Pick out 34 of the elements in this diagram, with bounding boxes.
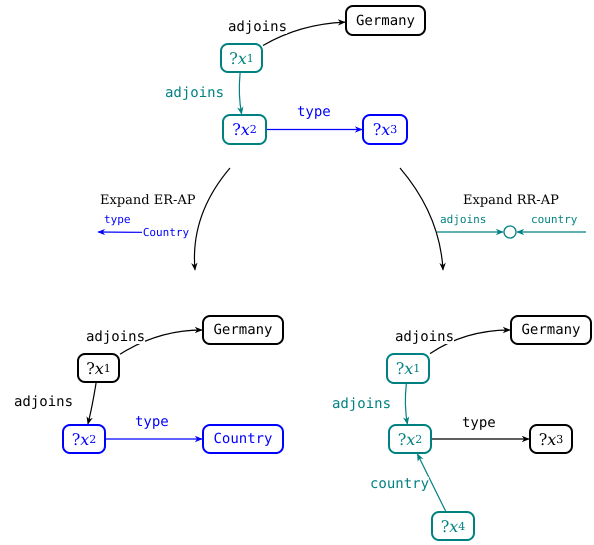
arrow	[262, 19, 346, 46]
arrow	[267, 126, 363, 133]
edge-label: type	[297, 105, 331, 119]
node-text: Country	[142, 225, 190, 240]
arrow	[86, 382, 97, 425]
step-caption: Expand RR-AP	[463, 193, 559, 208]
edge-label: country	[531, 214, 578, 225]
edge-label: type	[135, 415, 169, 429]
step-caption: Expand ER-AP	[100, 193, 196, 208]
entity-box: Country	[202, 424, 284, 454]
entity-box: Germany	[345, 5, 426, 36]
edge-label: type	[462, 416, 496, 430]
arrow	[237, 72, 244, 115]
edge-label: adjoins	[440, 214, 486, 225]
arrow	[403, 384, 410, 425]
edge-label: adjoins	[395, 330, 454, 344]
edge-label: adjoins	[228, 20, 288, 34]
arrow	[430, 326, 511, 354]
arrow	[432, 436, 530, 442]
edge-label: type	[104, 214, 130, 225]
entity-box: Germany	[510, 315, 592, 345]
empty-circle-node	[503, 225, 517, 239]
arrow	[437, 228, 504, 236]
arrow	[120, 326, 203, 355]
edge-label: adjoins	[86, 330, 146, 344]
arrow	[106, 436, 203, 442]
edge-label: adjoins	[332, 397, 392, 411]
edge-label: adjoins	[14, 395, 74, 409]
edge-label: country	[370, 477, 430, 491]
arrow	[516, 228, 586, 236]
arrow	[416, 453, 446, 512]
entity-box: Germany	[202, 315, 284, 345]
arrow	[97, 228, 142, 236]
edge-label: adjoins	[165, 86, 224, 100]
